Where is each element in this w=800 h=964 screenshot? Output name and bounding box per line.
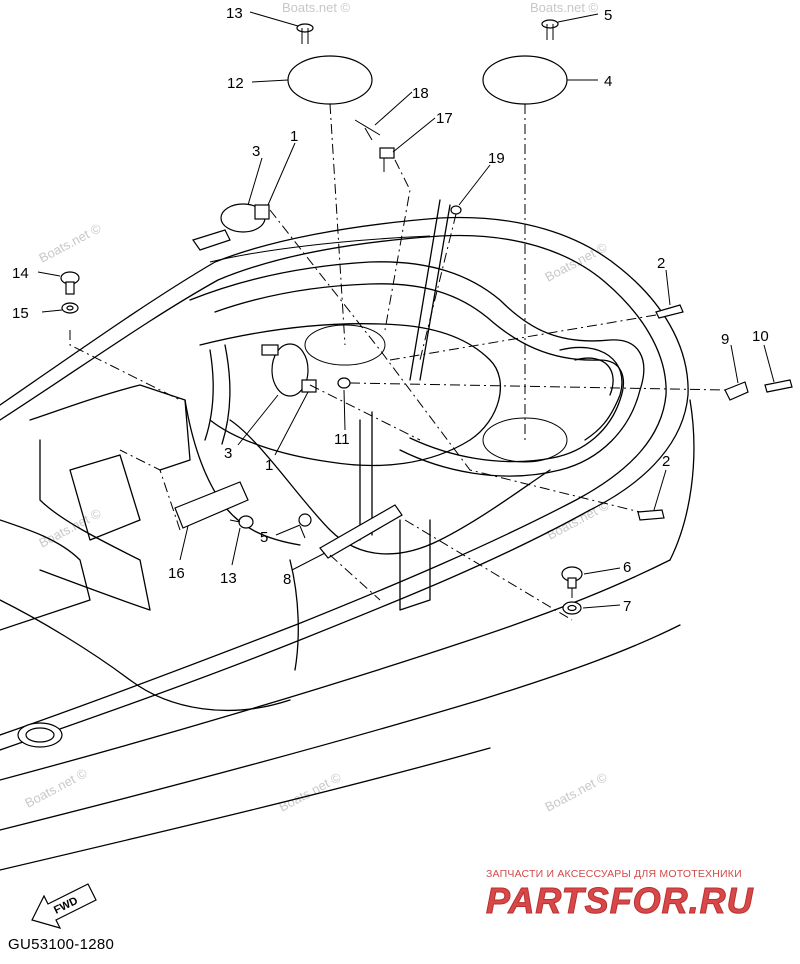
rear-bulkhead [399,519,431,611]
washer-15 [61,302,79,314]
screw-13-lower [229,515,254,529]
callout-15: 15 [12,305,29,322]
engine-tub [199,323,502,467]
callout-9: 9 [721,331,729,348]
cockpit-rim [189,261,645,477]
callout-labels: 13 5 12 4 18 17 3 1 19 14 15 2 9 10 3 11… [12,5,769,615]
bolt-6 [561,566,583,589]
rail-right [559,346,623,441]
callout-3-top: 3 [252,143,260,160]
callout-13-lower: 13 [220,570,237,587]
callout-1-top: 1 [290,128,298,145]
plate-8 [319,504,403,559]
washer-7 [562,601,582,615]
lower-hull-1 [0,599,291,712]
left-compartment-3 [0,519,91,631]
left-compartment-2 [69,454,141,541]
hull-inner-shadow [209,235,431,263]
callout-8: 8 [283,571,291,588]
watermarks: Boats.net © Boats.net © Boats.net © Boat… [22,0,612,815]
tub-floor [229,419,551,555]
callout-7: 7 [623,598,631,615]
callout-17: 17 [436,110,453,127]
hull-deck-line-2 [0,624,681,831]
hose-2 [221,344,231,445]
vent-tube [409,199,451,381]
hull-body [0,199,695,871]
grommet-19 [450,205,462,215]
rivet-2-top [655,304,684,319]
callout-11: 11 [334,431,350,448]
hose-band-top [192,203,270,251]
hull-outer-edge-2 [0,234,667,736]
screw-13-top [296,23,314,44]
bolt-14 [60,271,80,295]
hull-outer-edge [0,216,689,751]
leader-lines [37,11,775,621]
hose-band-mid [261,343,317,397]
bolt-18 [354,119,381,141]
clip-9 [724,381,749,401]
cover-plate-12 [287,55,373,105]
callout-13-top: 13 [226,5,243,22]
watermark-7: Boats.net © [276,769,344,814]
watermark-3: Boats.net © [36,220,104,265]
hull-deck-line-3 [0,747,491,871]
screw-5-top [541,19,559,40]
cover-plate-4 [482,55,568,105]
lower-hull-2 [289,559,299,671]
grommet-11 [337,377,351,389]
left-wall [29,384,191,471]
callout-2-lower: 2 [662,453,670,470]
watermark-2: Boats.net © [530,0,599,15]
watermark-1: Boats.net © [282,0,351,15]
hose-1 [204,349,214,441]
left-compartment [39,439,151,611]
watermark-5: Boats.net © [36,505,104,550]
drain-plug-inner [25,727,55,743]
fwd-arrow: FWD [31,883,97,929]
callout-16: 16 [168,565,185,582]
clamp-17 [379,147,395,172]
callout-1-mid: 1 [265,457,273,474]
screw-5-lower [298,513,312,539]
drawing-code: GU53100-1280 [8,936,115,953]
callout-14: 14 [12,265,29,282]
watermark-9: Boats.net © [542,769,610,814]
callout-2-top: 2 [657,255,665,272]
watermark-8: Boats.net © [22,765,90,810]
callout-5-lower: 5 [260,529,268,546]
callout-6: 6 [623,559,631,576]
hull-deck-line-1 [0,559,671,781]
parts [60,19,793,615]
rail-right-2 [574,357,614,396]
callout-5-top: 5 [604,7,612,24]
rivet-2-lower [637,509,665,521]
bracket-16 [174,481,249,529]
callout-4: 4 [604,73,612,90]
callout-10: 10 [752,328,769,345]
brand-logo[interactable]: PARTSFOR.RU [486,880,754,922]
hull-deck-line-4 [669,399,695,561]
opening-left [304,324,386,366]
promo-text: ЗАПЧАСТИ И АКСЕССУАРЫ ДЛЯ МОТОТЕХНИКИ [486,868,742,880]
callout-12: 12 [227,75,244,92]
callout-19: 19 [488,150,505,167]
center-rib [359,411,373,541]
screw-10 [764,379,793,393]
callout-3-mid: 3 [224,445,232,462]
callout-18: 18 [412,85,429,102]
